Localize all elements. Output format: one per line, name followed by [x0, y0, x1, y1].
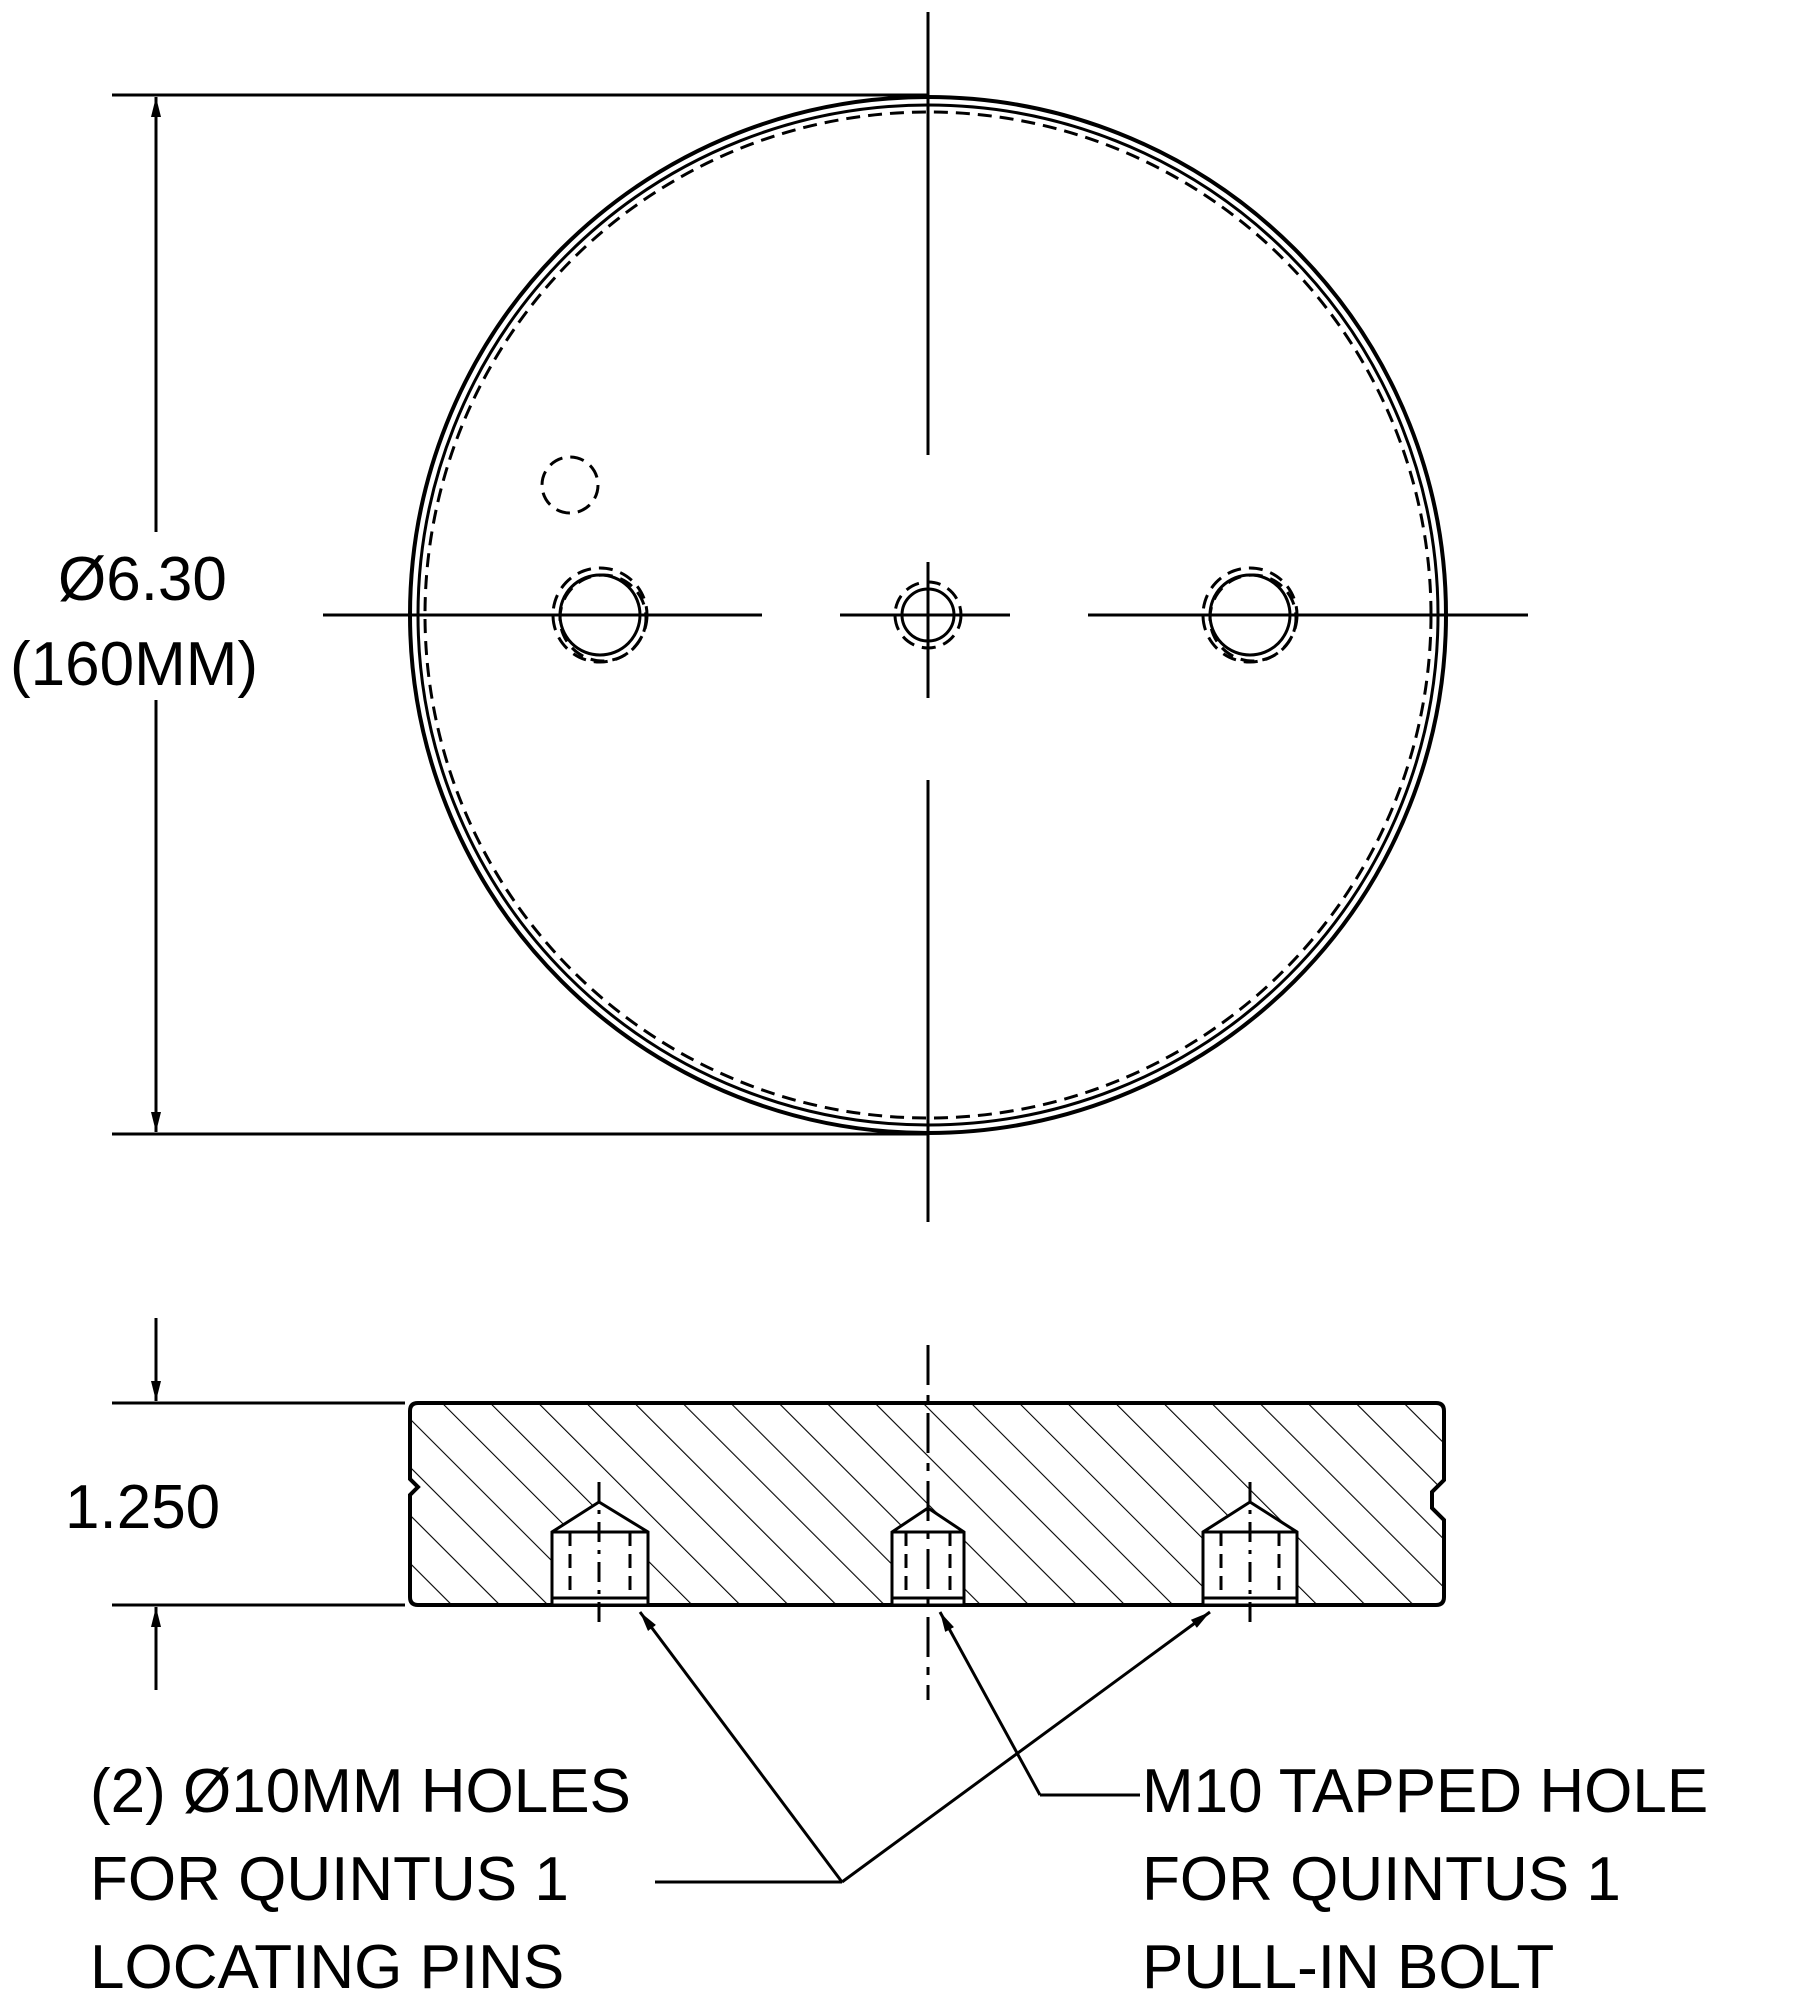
leaders — [638, 1610, 1211, 1884]
callout-pin-holes: (2) Ø10MM HOLES FOR QUINTUS 1 LOCATING P… — [90, 1757, 631, 2001]
left-pin-hole — [551, 566, 649, 664]
center-tapped-hole — [893, 580, 963, 650]
callout-tapped-hole: M10 TAPPED HOLE FOR QUINTUS 1 PULL-IN BO… — [1142, 1757, 1708, 2001]
top-view: Ø6.30 (160MM) — [10, 12, 1528, 1222]
right-pin-hole — [1201, 566, 1299, 664]
thickness-label: 1.250 — [65, 1473, 220, 1542]
diameter-mm-label: (160MM) — [10, 630, 258, 699]
leader-to-right-pin — [841, 1610, 1211, 1884]
pin-callout-line-1: (2) Ø10MM HOLES — [90, 1757, 631, 1826]
pin-callout-line-3: LOCATING PINS — [90, 1933, 564, 2001]
leader-to-tapped — [938, 1611, 1042, 1796]
small-hidden-hole — [540, 455, 600, 515]
leader-to-left-pin — [638, 1611, 844, 1883]
pin-callout-line-2: FOR QUINTUS 1 — [90, 1845, 569, 1914]
diameter-label: Ø6.30 — [58, 545, 227, 614]
tapped-callout-line-1: M10 TAPPED HOLE — [1142, 1757, 1708, 1826]
section-view: 1.250 — [65, 1318, 1446, 1700]
left-pin-bore — [550, 1482, 650, 1625]
right-pin-bore — [1201, 1482, 1299, 1625]
tapped-callout-line-3: PULL-IN BOLT — [1142, 1933, 1554, 2001]
tapped-callout-line-2: FOR QUINTUS 1 — [1142, 1845, 1621, 1914]
